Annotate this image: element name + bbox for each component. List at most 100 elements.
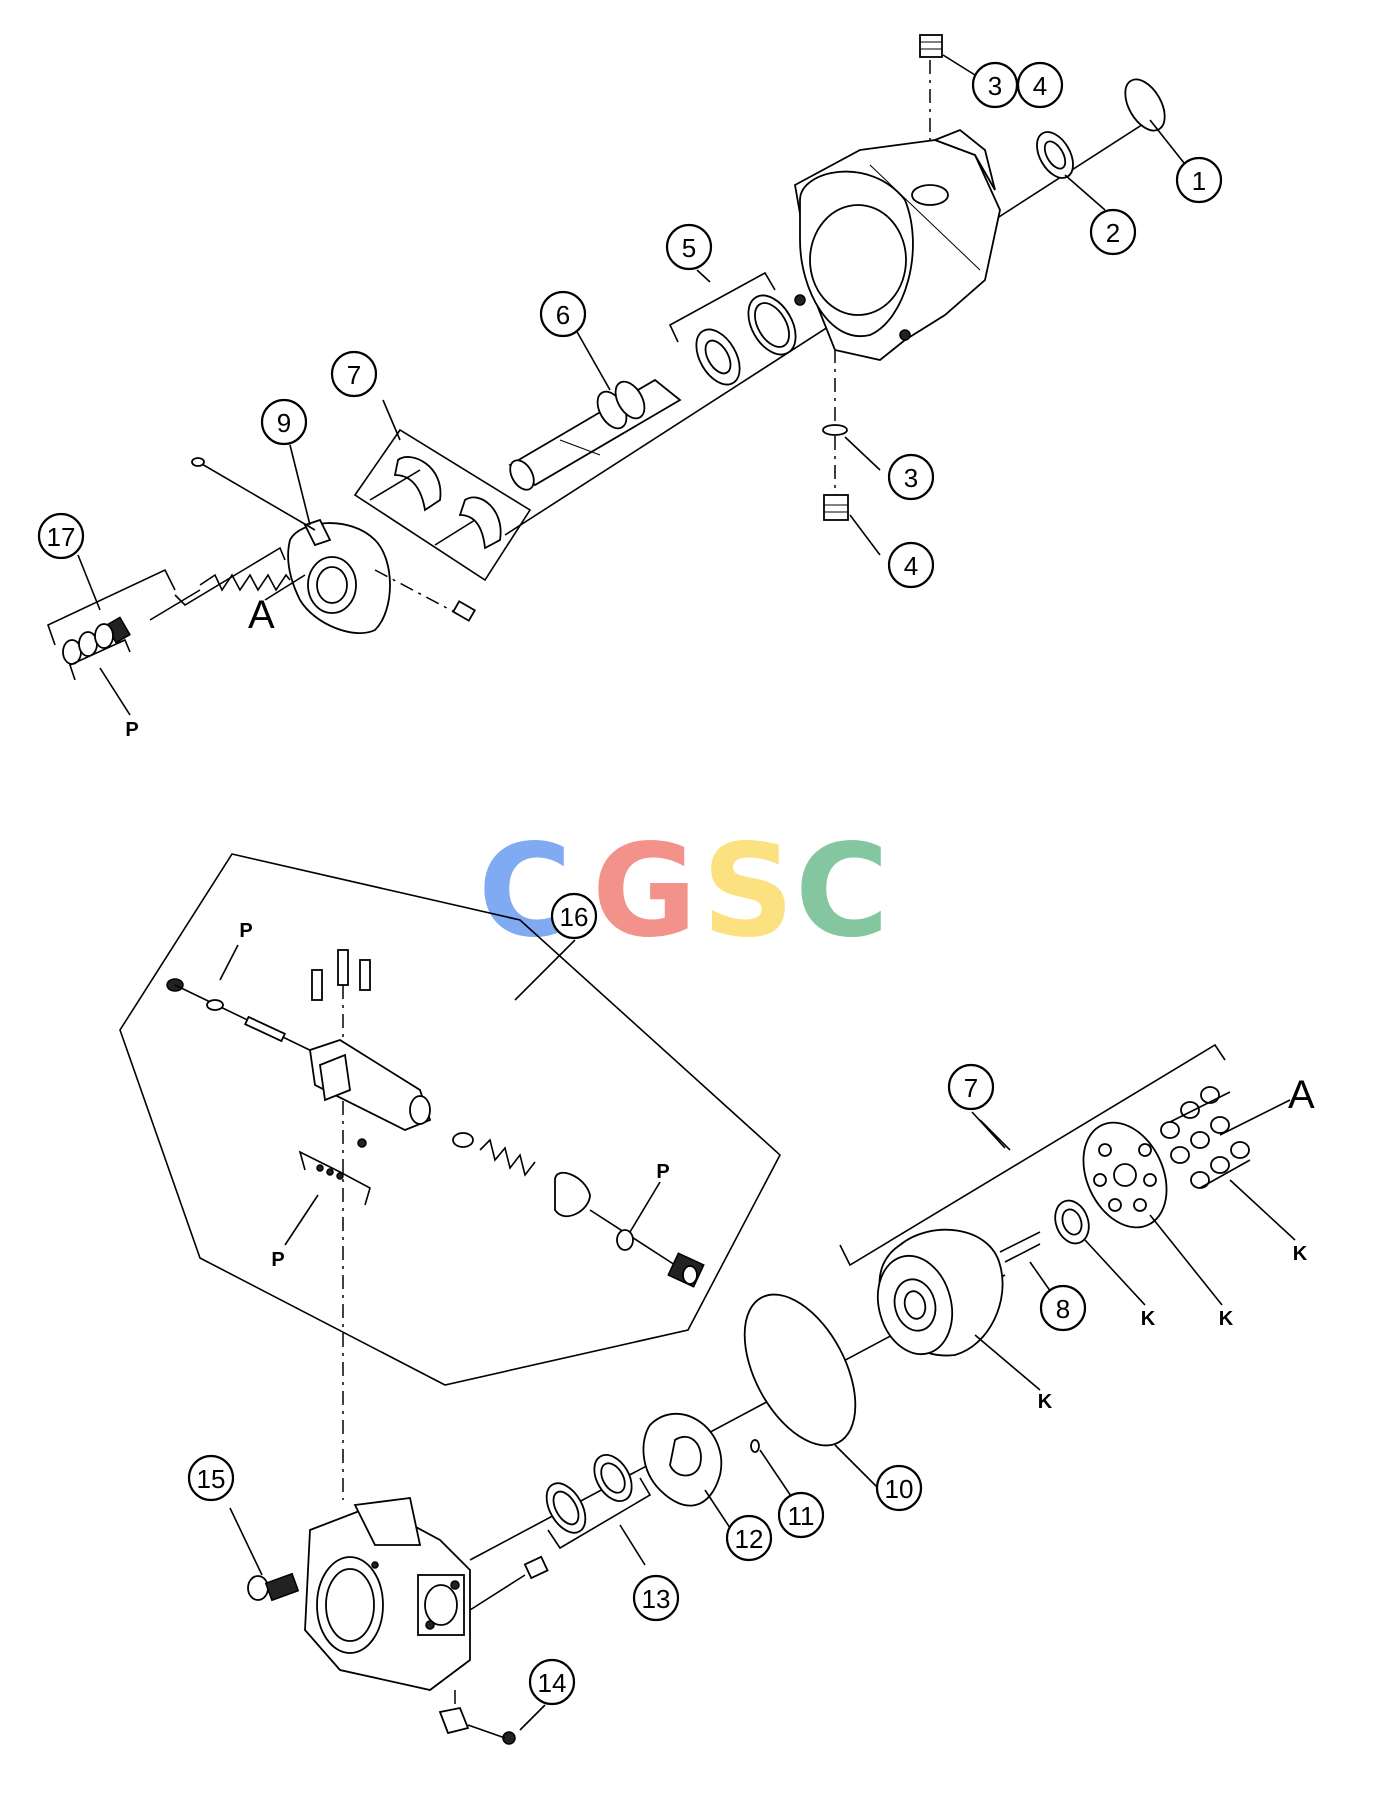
svg-text:10: 10 [885, 1474, 914, 1504]
callout-8: 8 [1039, 1284, 1087, 1332]
callout-13: 13 [632, 1574, 680, 1622]
spherical-bushing [1054, 1199, 1090, 1245]
label-p16-left: P [271, 1249, 284, 1271]
svg-text:3: 3 [904, 463, 918, 493]
callout-4a: 4 [1016, 61, 1064, 109]
svg-text:5: 5 [682, 233, 696, 263]
pin-8a [999, 1231, 1041, 1253]
label-k-block: K [1038, 1391, 1053, 1413]
svg-text:9: 9 [277, 408, 291, 438]
svg-text:3: 3 [988, 71, 1002, 101]
leader-4b [849, 514, 881, 556]
callout-15: 15 [187, 1454, 235, 1502]
callout-5: 5 [665, 223, 713, 271]
leader-k-plate [1149, 1214, 1223, 1306]
leader-p16-top [219, 944, 239, 981]
pin-swash [451, 600, 477, 622]
logo-letter-4: C [795, 817, 889, 966]
svg-text:11: 11 [788, 1501, 815, 1531]
callout-6: 6 [539, 290, 587, 338]
leader-a-top [264, 574, 306, 601]
callout-2: 2 [1089, 208, 1137, 256]
leader-5 [696, 269, 711, 283]
leader-3b [844, 436, 881, 471]
snap-ring-1 [1124, 78, 1166, 132]
logo-letter-1: C [478, 817, 572, 966]
oring-3b [822, 424, 848, 436]
leader-16 [514, 939, 576, 1001]
svg-text:17: 17 [47, 522, 76, 552]
svg-text:14: 14 [538, 1668, 567, 1698]
leader-3a [942, 54, 976, 76]
svg-text:6: 6 [556, 300, 570, 330]
orifice-plug [469, 1555, 549, 1611]
leader-10 [834, 1444, 881, 1491]
leader-14 [519, 1704, 546, 1731]
pin-11 [750, 1439, 760, 1453]
shoe-plates-7 [353, 428, 532, 582]
callout-17: 17 [37, 512, 85, 560]
bracket-13 [547, 1477, 652, 1550]
plug-4b [823, 494, 849, 521]
leader-p16-right [629, 1181, 661, 1233]
callout-3a: 3 [971, 61, 1019, 109]
callout-14: 14 [528, 1658, 576, 1706]
callout-3b: 3 [887, 453, 935, 501]
end-cover-housing [304, 1497, 471, 1691]
pin-axis-swash [374, 569, 461, 616]
leader-6 [575, 329, 611, 391]
leader-13 [619, 1524, 646, 1566]
callout-11: 11 [777, 1491, 825, 1539]
callout-10: 10 [875, 1464, 923, 1512]
leader-k-pistons [1229, 1179, 1296, 1241]
label-p-top: P [125, 719, 138, 741]
svg-text:15: 15 [197, 1464, 226, 1494]
label-p16-right: P [656, 1161, 669, 1183]
o-ring-10 [743, 1293, 857, 1447]
small-pin [191, 457, 205, 467]
label-k-pistons: K [1293, 1243, 1308, 1265]
bracket-5 [668, 271, 776, 343]
bolt-15 [247, 1572, 300, 1602]
leader-2 [1064, 174, 1106, 211]
leader-11 [759, 1449, 796, 1503]
label-k-bush: K [1141, 1308, 1156, 1330]
callout-16: 16 [550, 892, 598, 940]
svg-text:1: 1 [1192, 166, 1206, 196]
callout-9: 9 [260, 398, 308, 446]
swashplate-a [287, 518, 391, 635]
leader-p16-left [284, 1194, 319, 1246]
valve-group-outline-16 [119, 853, 781, 1386]
control-valve-16 [166, 949, 705, 1500]
leader-7a [382, 399, 401, 441]
svg-text:4: 4 [1033, 71, 1047, 101]
svg-text:7: 7 [964, 1073, 978, 1103]
bottom-assembly: P P P [119, 853, 1315, 1745]
leader-15 [229, 1507, 263, 1576]
label-a-top: A [248, 593, 275, 637]
cgsc-watermark-logo: C G S C [478, 817, 889, 966]
logo-letter-2: G [592, 817, 697, 966]
piston-shoes [1160, 1086, 1291, 1189]
pin-line-9 [194, 459, 316, 531]
callout-7b: 7 [947, 1063, 995, 1111]
leader-k-block [974, 1334, 1041, 1391]
cylinder-block [876, 1228, 1004, 1357]
callout-4b: 4 [887, 541, 935, 589]
svg-text:12: 12 [735, 1524, 764, 1554]
callout-bubbles: 1 2 3 4 5 6 7 9 3 4 17 16 7 8 10 11 12 1… [37, 61, 1223, 1706]
callout-7a: 7 [330, 350, 378, 398]
label-a-bottom: A [1288, 1073, 1315, 1117]
bracket-7-bottom [839, 1043, 1226, 1267]
leader-1 [1149, 119, 1189, 169]
svg-text:4: 4 [904, 551, 918, 581]
plug-top [919, 34, 943, 58]
control-piston-17 [47, 546, 291, 681]
callout-12: 12 [725, 1514, 773, 1562]
svg-text:13: 13 [642, 1584, 671, 1614]
pump-housing [794, 128, 1001, 361]
top-assembly: A P [47, 34, 1189, 741]
svg-text:7: 7 [347, 360, 361, 390]
